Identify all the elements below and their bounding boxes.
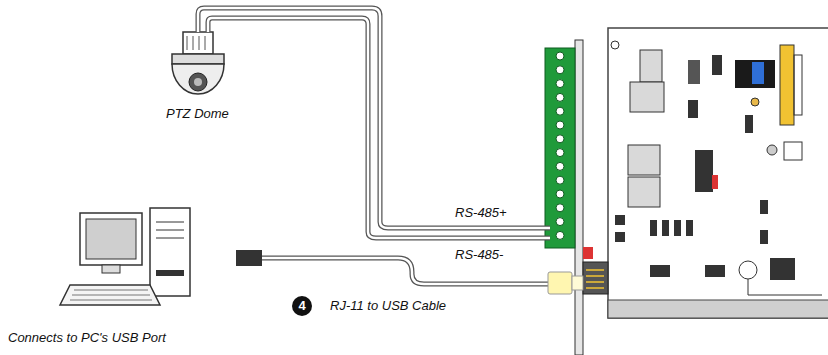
signal-name: RS-485- xyxy=(455,247,503,263)
circuit-board xyxy=(608,28,828,318)
terminal-screw xyxy=(556,149,564,157)
terminal-screw xyxy=(556,66,564,74)
terminal-screw xyxy=(556,80,564,88)
rs485-cable xyxy=(198,8,550,238)
terminal-block xyxy=(545,48,575,248)
terminal-screw xyxy=(556,52,564,60)
signal-name: RS-485+ xyxy=(455,205,507,221)
terminal-screw xyxy=(556,204,564,212)
mounting-bracket xyxy=(575,40,583,355)
terminal-screw xyxy=(556,190,564,198)
terminal-screw xyxy=(556,231,564,239)
terminal-screw xyxy=(556,107,564,115)
ptz-dome-camera xyxy=(172,32,224,94)
desktop-pc xyxy=(60,208,190,305)
cable-label: RJ-11 to USB Cable xyxy=(330,298,446,314)
terminal-screw xyxy=(556,162,564,170)
terminal-screw xyxy=(556,218,564,226)
terminal-screw xyxy=(556,176,564,184)
callout-number: 4 xyxy=(292,296,312,316)
rj11-plug xyxy=(548,272,572,294)
terminal-screw xyxy=(556,135,564,143)
device-label: PTZ Dome xyxy=(166,106,229,122)
usb-plug xyxy=(236,250,262,266)
callout-circle xyxy=(292,296,312,316)
terminal-screw xyxy=(556,121,564,129)
terminal-screw xyxy=(556,93,564,101)
card-edge xyxy=(608,300,828,318)
device-label: Connects to PC's USB Port xyxy=(8,330,166,346)
usb-cable xyxy=(262,258,548,284)
